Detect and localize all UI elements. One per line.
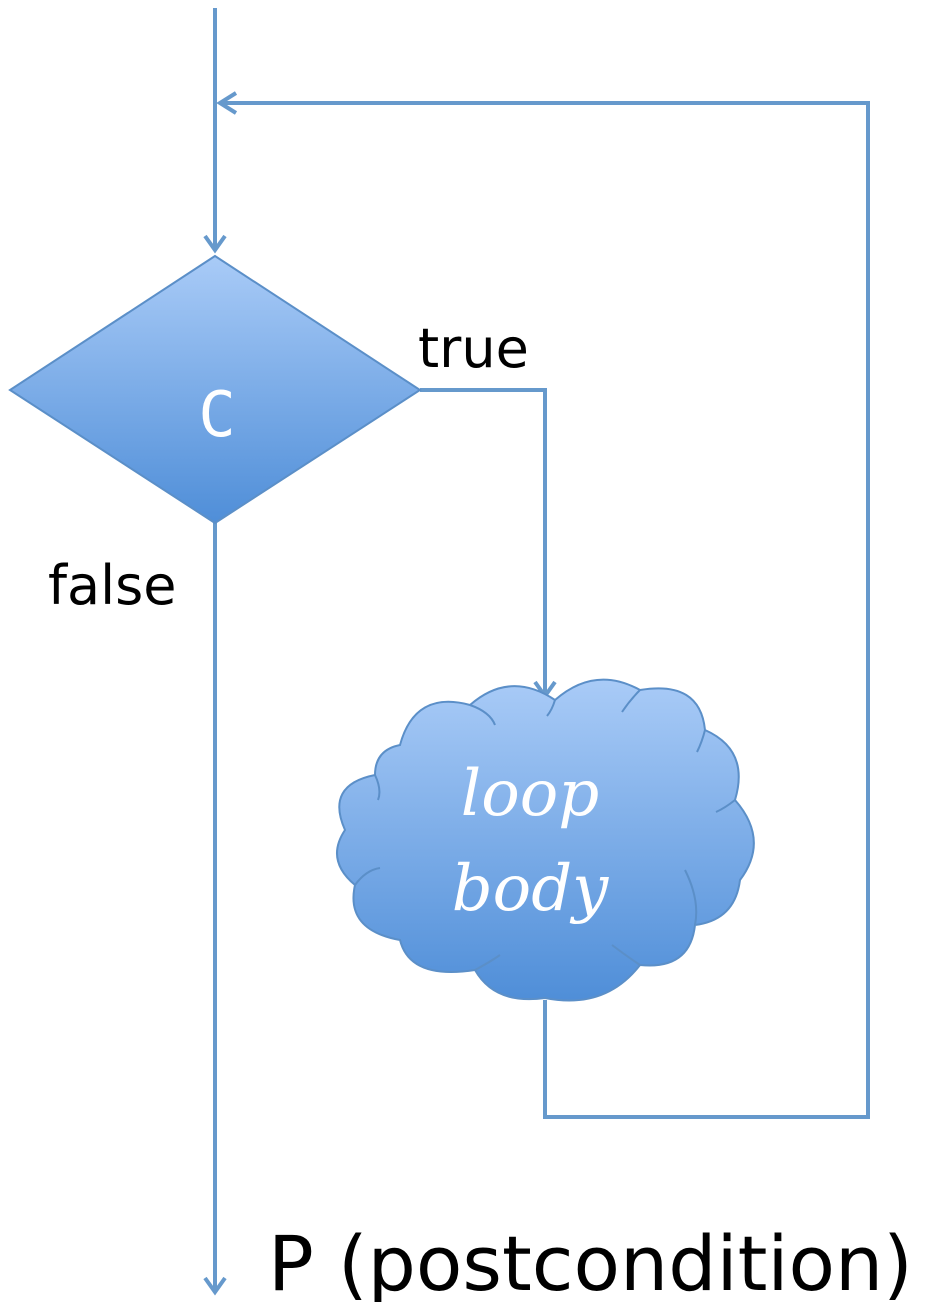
true-label: true (418, 317, 529, 380)
condition-label: C (198, 378, 235, 451)
loop-body-cloud (336, 678, 755, 1002)
loop-back-line (220, 101, 870, 1119)
condition-diamond (8, 254, 422, 525)
exit-arrowhead (203, 1276, 227, 1296)
entry-arrowhead (203, 234, 227, 254)
true-branch-line (420, 388, 547, 694)
loop-back-arrowhead (216, 91, 238, 115)
loop-body-label-line2: body (452, 852, 609, 926)
loop-body-label-line1: loop (461, 757, 600, 831)
false-label: false (48, 554, 176, 617)
postcondition-label: P (postcondition) (268, 1219, 913, 1302)
